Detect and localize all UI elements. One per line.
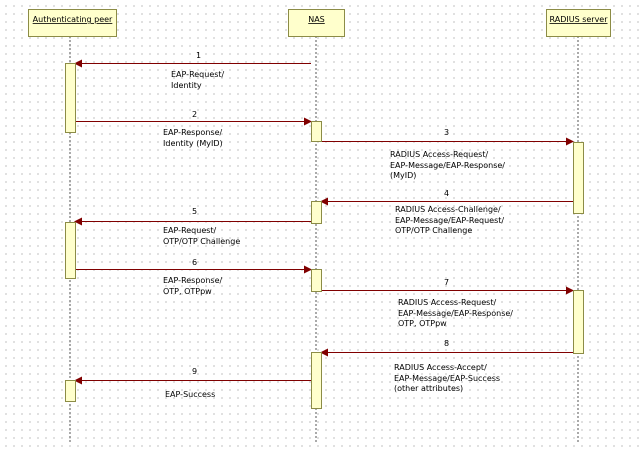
message-number-8: 8 — [444, 339, 450, 348]
message-label-6: EAP-Response/ OTP, OTPpw — [163, 276, 223, 296]
message-number-3: 3 — [444, 128, 450, 137]
participant-box-peer — [28, 9, 117, 37]
activation-bar — [65, 222, 76, 279]
activation-bar — [573, 142, 584, 214]
message-label-8: RADIUS Access-Accept/ EAP-Message/EAP-Su… — [394, 363, 501, 393]
message-label-7: RADIUS Access-Request/ EAP-Message/EAP-R… — [398, 298, 513, 328]
message-label-2: EAP-Response/ Identity (MyID) — [163, 128, 223, 148]
activation-bar — [65, 63, 76, 133]
message-number-5: 5 — [192, 207, 198, 216]
participant-name-nas: NAS — [308, 15, 325, 24]
message-label-3: RADIUS Access-Request/ EAP-Message/EAP-R… — [390, 150, 505, 180]
message-label-4: RADIUS Access-Challenge/ EAP-Message/EAP… — [395, 205, 505, 235]
activation-bar — [65, 380, 76, 402]
participant-name-radius: RADIUS server — [549, 15, 608, 24]
message-label-5: EAP-Request/ OTP/OTP Challenge — [163, 226, 241, 246]
participant-box-nas — [288, 9, 345, 37]
activation-bar — [311, 201, 322, 224]
message-number-9: 9 — [192, 367, 198, 376]
message-number-6: 6 — [192, 258, 198, 267]
message-number-1: 1 — [196, 51, 202, 60]
participant-name-peer: Authenticating peer — [33, 15, 113, 24]
participant-box-radius — [546, 9, 611, 37]
activation-bar — [311, 352, 322, 409]
message-label-9: EAP-Success — [165, 390, 216, 399]
message-number-7: 7 — [444, 278, 450, 287]
message-label-1: EAP-Request/ Identity — [171, 70, 225, 90]
activation-bar — [311, 121, 322, 142]
activation-bar — [311, 269, 322, 292]
message-number-4: 4 — [444, 189, 450, 198]
activation-bar — [573, 290, 584, 354]
message-number-2: 2 — [192, 110, 198, 119]
